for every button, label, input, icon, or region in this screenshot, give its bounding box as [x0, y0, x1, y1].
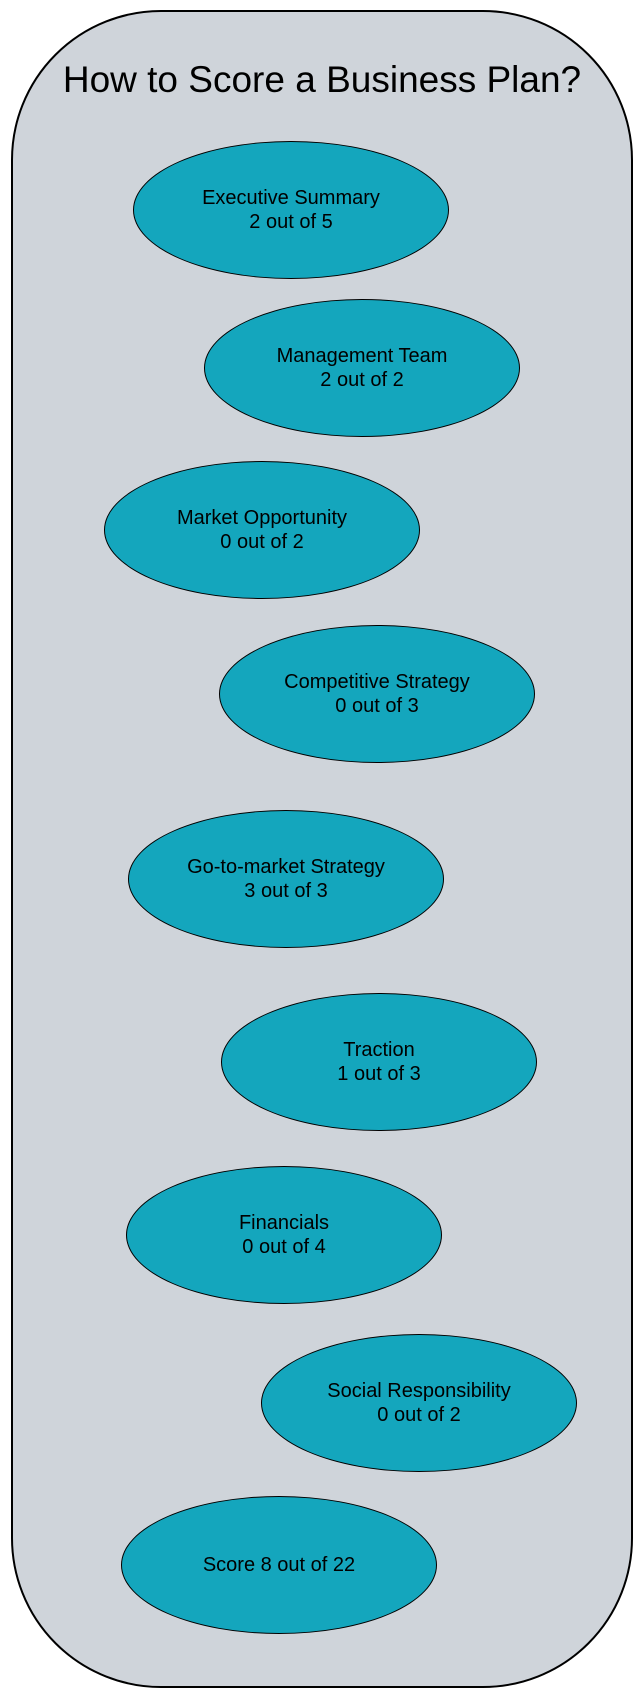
node-go-to-market-strategy: Go-to-market Strategy 3 out of 3: [128, 810, 444, 948]
node-label: Social Responsibility: [327, 1380, 511, 1402]
node-score: 1 out of 3: [337, 1063, 421, 1085]
node-financials: Financials 0 out of 4: [126, 1166, 442, 1304]
node-score: 3 out of 3: [244, 880, 328, 902]
node-score: 0 out of 2: [220, 531, 304, 553]
node-score: 0 out of 2: [377, 1404, 461, 1426]
node-score: 0 out of 4: [242, 1236, 326, 1258]
node-label: Go-to-market Strategy: [187, 856, 385, 878]
node-executive-summary: Executive Summary 2 out of 5: [133, 141, 449, 279]
node-label: Financials: [238, 1212, 330, 1234]
diagram-title: How to Score a Business Plan?: [62, 59, 582, 100]
node-social-responsibility: Social Responsibility 0 out of 2: [261, 1334, 577, 1472]
total-score-label: Score 8 out of 22: [202, 1554, 356, 1576]
node-score: 0 out of 3: [335, 695, 419, 717]
node-market-opportunity: Market Opportunity 0 out of 2: [104, 461, 420, 599]
node-label: Executive Summary: [202, 187, 380, 209]
node-total-score: Score 8 out of 22: [121, 1496, 437, 1634]
node-label: Market Opportunity: [176, 507, 348, 529]
node-score: 2 out of 2: [320, 369, 404, 391]
node-competitive-strategy: Competitive Strategy 0 out of 3: [219, 625, 535, 763]
node-traction: Traction 1 out of 3: [221, 993, 537, 1131]
node-management-team: Management Team 2 out of 2: [204, 299, 520, 437]
node-label: Competitive Strategy: [284, 671, 470, 693]
node-label: Traction: [343, 1039, 415, 1061]
node-score: 2 out of 5: [249, 211, 333, 233]
node-label: Management Team: [276, 345, 448, 367]
